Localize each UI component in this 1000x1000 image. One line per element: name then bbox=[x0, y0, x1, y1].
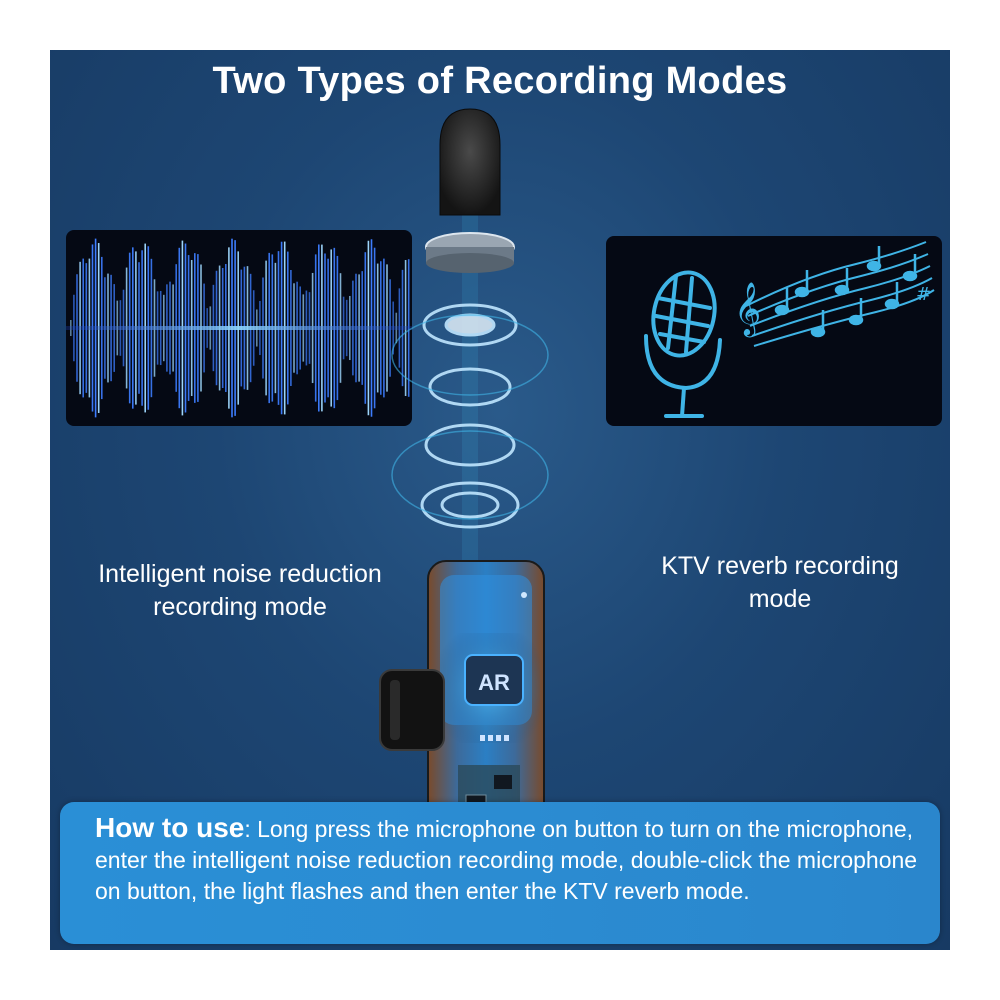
caption-line: recording mode bbox=[153, 593, 327, 621]
noise-reduction-panel bbox=[66, 230, 412, 426]
music-notes-icon bbox=[745, 241, 935, 347]
svg-text:#: # bbox=[916, 284, 931, 305]
mic-clip bbox=[379, 669, 445, 751]
caption-line: Intelligent noise reduction bbox=[98, 560, 382, 588]
product-image: Two Types of Recording Modes bbox=[50, 50, 950, 950]
noise-reduction-caption: Intelligent noise reduction recording mo… bbox=[50, 558, 430, 624]
microphone-exploded-view: AR bbox=[379, 108, 549, 825]
page-title: Two Types of Recording Modes bbox=[212, 60, 788, 102]
ktv-reverb-panel: 𝄞 # bbox=[606, 236, 942, 426]
vintage-microphone-icon bbox=[644, 270, 722, 418]
how-to-use-text: How to use: Long press the microphone on… bbox=[95, 812, 925, 907]
chip-label: AR bbox=[478, 670, 510, 695]
mesh-capsule bbox=[425, 232, 515, 273]
foam-windscreen-icon bbox=[439, 108, 501, 216]
svg-text:𝄞: 𝄞 bbox=[734, 281, 761, 337]
ar-chip bbox=[464, 654, 524, 706]
music-notes: 𝄞 # bbox=[734, 246, 931, 338]
how-to-use-instructions: : Long press the microphone on button to… bbox=[95, 816, 918, 904]
how-to-use-label: How to use bbox=[95, 812, 245, 843]
ktv-reverb-caption: KTV reverb recording mode bbox=[610, 550, 950, 616]
capsule-rings bbox=[420, 303, 520, 529]
how-to-use-box: How to use: Long press the microphone on… bbox=[60, 802, 940, 944]
caption-line: KTV reverb recording bbox=[661, 552, 899, 580]
caption-line: mode bbox=[748, 585, 812, 613]
waveform-icon bbox=[66, 238, 412, 418]
